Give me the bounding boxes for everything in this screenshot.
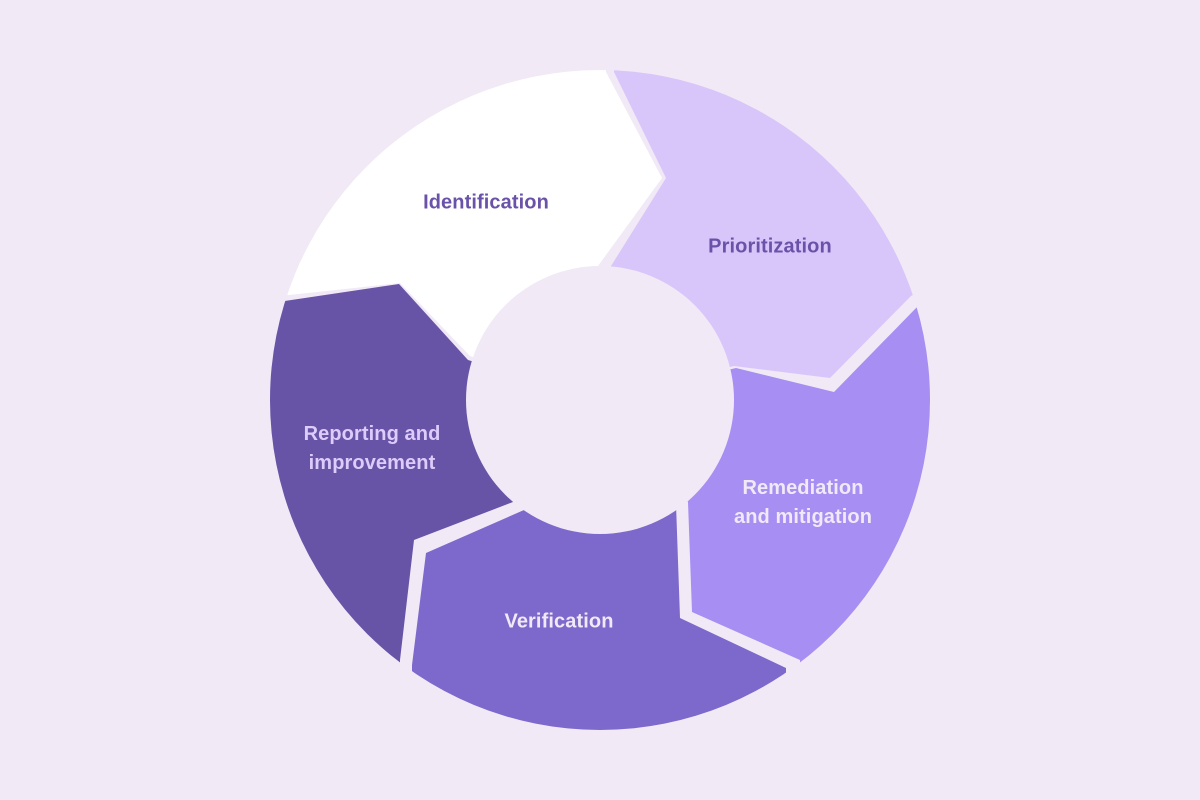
label-line-2: improvement [308, 452, 436, 474]
label-line-1: Reporting and [303, 423, 441, 445]
label-reporting-and-improvement: Reporting and improvement [304, 420, 441, 478]
label-text: Prioritization [708, 235, 832, 258]
label-text: Verification [504, 610, 614, 633]
label-text: Identification [423, 191, 549, 214]
label-prioritization: Prioritization [708, 233, 832, 262]
label-line-1: Remediation [742, 477, 864, 499]
label-remediation-and-mitigation: Remediation and mitigation [734, 474, 872, 532]
center-hole [466, 266, 734, 534]
label-verification: Verification [504, 608, 613, 637]
label-identification: Identification [423, 189, 549, 218]
segment-verification [412, 400, 786, 730]
label-line-2: and mitigation [733, 506, 873, 528]
